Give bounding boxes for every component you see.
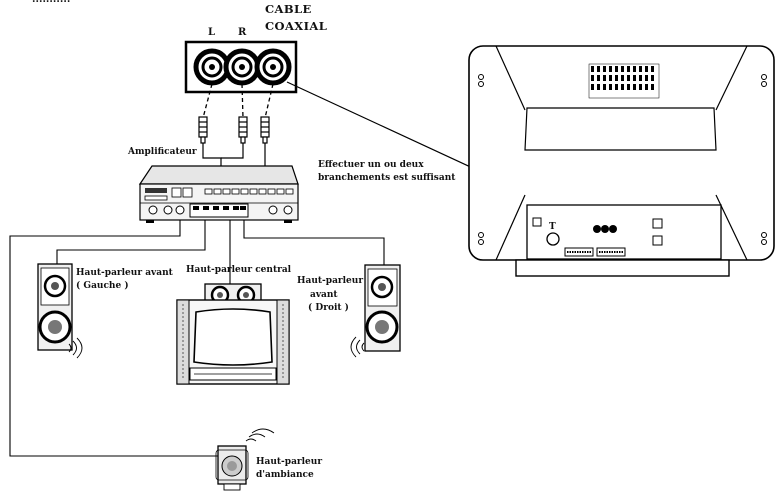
- front-tv: [176, 299, 290, 385]
- note-line1: Effectuer un ou deux: [318, 160, 424, 170]
- left-audio-jack: [193, 48, 231, 86]
- front-right-speaker-label-line2: avant: [310, 290, 338, 300]
- dashed-cables: [202, 83, 274, 119]
- surround-speaker: [215, 428, 275, 491]
- rca-plug-left: [198, 116, 208, 144]
- antenna-jack: [546, 232, 560, 246]
- front-right-speaker: [350, 264, 401, 358]
- note-line2: branchements est suffisant: [318, 173, 456, 183]
- plug-to-amp-wires: [202, 143, 266, 168]
- cable-label-line2: COAXIAL: [265, 19, 328, 33]
- surround-speaker-label-line2: d'ambiance: [256, 470, 314, 480]
- front-left-speaker: [37, 263, 83, 359]
- speaker-wiring: [9, 220, 385, 457]
- clipped-top-label: ...........: [32, 0, 70, 5]
- rca-plug-coaxial: [260, 116, 270, 144]
- front-left-speaker-label-line2: ( Gauche ): [76, 281, 129, 291]
- center-speaker-label: Haut-parleur central: [186, 265, 292, 275]
- amplifier: [138, 165, 299, 223]
- rear-audio-jacks: [593, 225, 617, 233]
- tv-rear-view: [468, 45, 775, 277]
- amplifier-label: Amplificateur: [128, 147, 197, 157]
- rca-plugs: [198, 116, 270, 144]
- front-right-speaker-label-line3: ( Droit ): [308, 303, 349, 313]
- output-connector-panel: [184, 40, 298, 94]
- left-channel-label: L: [208, 27, 216, 38]
- surround-speaker-label-line1: Haut-parleur: [256, 457, 323, 467]
- antenna-jack-label: T: [549, 222, 556, 232]
- rca-plug-right: [238, 116, 248, 144]
- right-channel-label: R: [238, 27, 247, 38]
- right-audio-jack: [223, 48, 261, 86]
- ventilation-grille: [588, 63, 660, 99]
- coaxial-jack: [254, 48, 292, 86]
- cable-label-line1: CABLE: [265, 2, 312, 16]
- cabinet-screws: [478, 74, 767, 245]
- scart-connectors: [564, 247, 626, 257]
- front-right-speaker-label-line1: Haut-parleur: [297, 276, 364, 286]
- front-left-speaker-label-line1: Haut-parleur avant: [76, 268, 173, 278]
